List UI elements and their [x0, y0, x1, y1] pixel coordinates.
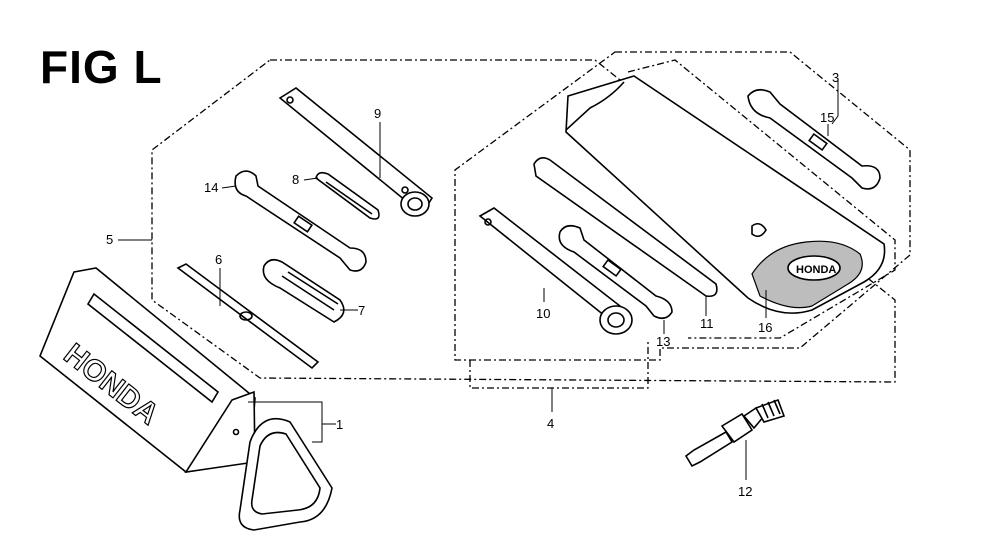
callout-16: 16: [758, 320, 772, 335]
spark-plug-part-12: [684, 398, 786, 468]
reflector-lens-part-1: [238, 417, 333, 531]
group-5-boundary: [151, 59, 896, 383]
box-spanner-part-9: [278, 87, 434, 217]
callout-11: 11: [700, 316, 714, 331]
callout-14: 14: [204, 180, 218, 195]
screwdriver-handle-part-7: [262, 258, 345, 323]
screwdriver-grip-part-8: [315, 171, 380, 220]
tool-bag-part-16: HONDA: [565, 75, 886, 314]
wrench-part-13: [558, 224, 673, 320]
tool-bag-logo: HONDA: [796, 264, 836, 276]
callout-3: 3: [832, 70, 839, 85]
callout-15: 15: [820, 110, 834, 125]
figure-title: FIG L: [40, 41, 163, 93]
callout-10: 10: [536, 306, 550, 321]
group-3-boundary: [627, 59, 896, 339]
callout-9: 9: [374, 106, 381, 121]
callout-13: 13: [656, 334, 670, 349]
screwdriver-blade-part-6: [176, 263, 320, 370]
group-4-boundary: [454, 51, 911, 361]
handle-bar-part-11: [533, 156, 718, 298]
group-4-inner-boundary: [469, 340, 649, 389]
callout-6: 6: [215, 252, 222, 267]
callout-8: 8: [292, 172, 299, 187]
wrench-part-15: [747, 88, 881, 190]
callout-12: 12: [738, 484, 752, 499]
callout-1: 1: [336, 417, 343, 432]
wrench-part-14: [234, 170, 367, 272]
callout-4: 4: [547, 416, 554, 431]
box-spanner-part-10: [478, 207, 633, 335]
callout-5: 5: [106, 232, 113, 247]
callout-7: 7: [358, 303, 365, 318]
